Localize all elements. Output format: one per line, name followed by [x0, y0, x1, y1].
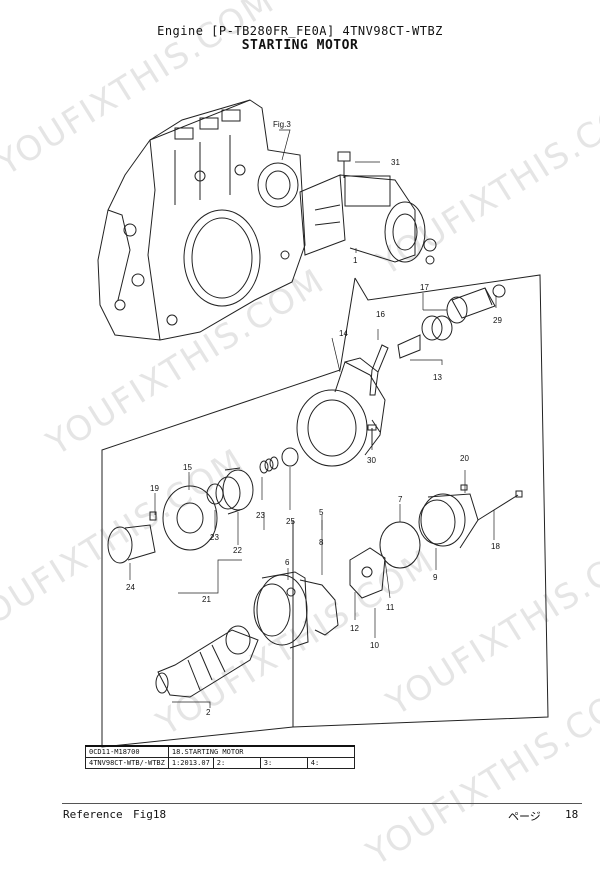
callout-30: 30 — [367, 456, 376, 465]
overrunning-clutch — [215, 467, 254, 515]
callout-19: 19 — [150, 484, 159, 493]
callout-8: 8 — [319, 538, 324, 547]
callout-6: 6 — [285, 558, 290, 567]
callout-17: 17 — [420, 283, 429, 292]
footer-reference: Reference — [63, 808, 123, 821]
table-cell: 4: — [306, 757, 355, 769]
callout-14: 14 — [339, 329, 348, 338]
table-row: 0CD11-M18700 18.STARTING MOTOR — [85, 745, 355, 758]
footer-page-number: 18 — [565, 808, 579, 821]
callout-22: 22 — [233, 546, 242, 555]
table-cell: 1:2013.07 — [167, 757, 214, 769]
solenoid-switch — [446, 287, 496, 324]
callout-9: 9 — [433, 573, 438, 582]
brush-holder — [349, 547, 386, 599]
reduction-gear — [107, 524, 156, 564]
callout-5: 5 — [319, 508, 324, 517]
table-cell: 3: — [259, 757, 308, 769]
spring-25 — [259, 447, 299, 474]
center-plate — [162, 485, 218, 551]
callout-1: 1 — [353, 256, 358, 265]
table-row: 4TNV98CT-WTB/-WTBZ 1:2013.07 2: 3: 4: — [85, 757, 355, 769]
callout-15: 15 — [183, 463, 192, 472]
callout-16: 16 — [376, 310, 385, 319]
starting-motor-assembly — [299, 174, 437, 265]
exploded-view-frame — [101, 274, 549, 748]
callout-11: 11 — [386, 603, 395, 612]
screw-30 — [367, 424, 377, 445]
shift-lever — [369, 344, 389, 396]
lead-wire — [299, 579, 339, 636]
callout-fig3: Fig.3 — [273, 120, 291, 129]
footer-page-label: ページ — [508, 810, 541, 823]
exploded-parts-diagram: Fig.3 31 1 17 29 16 14 13 30 20 15 19 7 … — [97, 99, 549, 748]
callout-13: 13 — [433, 373, 442, 382]
table-cell: 0CD11-M18700 — [85, 745, 169, 758]
page-title-engine: Engine [P-TB280FR_FE0A] 4TNV98CT-WTBZ — [157, 24, 443, 38]
yoke-assembly — [253, 571, 309, 649]
callout-29: 29 — [493, 316, 502, 325]
callout-25: 25 — [286, 517, 295, 526]
callout-23b: 23 — [210, 533, 219, 542]
flywheel-housing — [97, 99, 306, 341]
table-cell: 4TNV98CT-WTB/-WTBZ — [85, 757, 169, 769]
footer-fig: Fig18 — [133, 808, 167, 821]
info-table: 0CD11-M18700 18.STARTING MOTOR 4TNV98CT-… — [85, 745, 355, 769]
bearing-23 — [206, 483, 224, 505]
screw-20 — [460, 484, 468, 491]
armature — [155, 625, 259, 698]
callout-31: 31 — [391, 158, 400, 167]
callout-10: 10 — [370, 641, 379, 650]
callout-2: 2 — [206, 708, 211, 717]
callout-7: 7 — [398, 495, 403, 504]
bolt-19 — [149, 511, 157, 521]
table-cell: 18.STARTING MOTOR — [167, 745, 355, 758]
callout-20: 20 — [460, 454, 469, 463]
callout-23a: 23 — [256, 511, 265, 520]
callout-18: 18 — [491, 542, 500, 551]
callout-24: 24 — [126, 583, 135, 592]
footer-divider — [62, 803, 582, 804]
page-title-section: STARTING MOTOR — [241, 38, 359, 53]
table-cell: 2: — [212, 757, 261, 769]
solenoid-plunger — [397, 315, 453, 359]
o-ring — [379, 521, 421, 569]
callout-12: 12 — [350, 624, 359, 633]
leader-lines — [129, 129, 497, 708]
nut-29 — [492, 284, 506, 298]
bolt-31 — [337, 151, 351, 178]
callout-21: 21 — [202, 595, 211, 604]
through-bolt — [477, 490, 523, 521]
rear-cover — [418, 493, 479, 549]
